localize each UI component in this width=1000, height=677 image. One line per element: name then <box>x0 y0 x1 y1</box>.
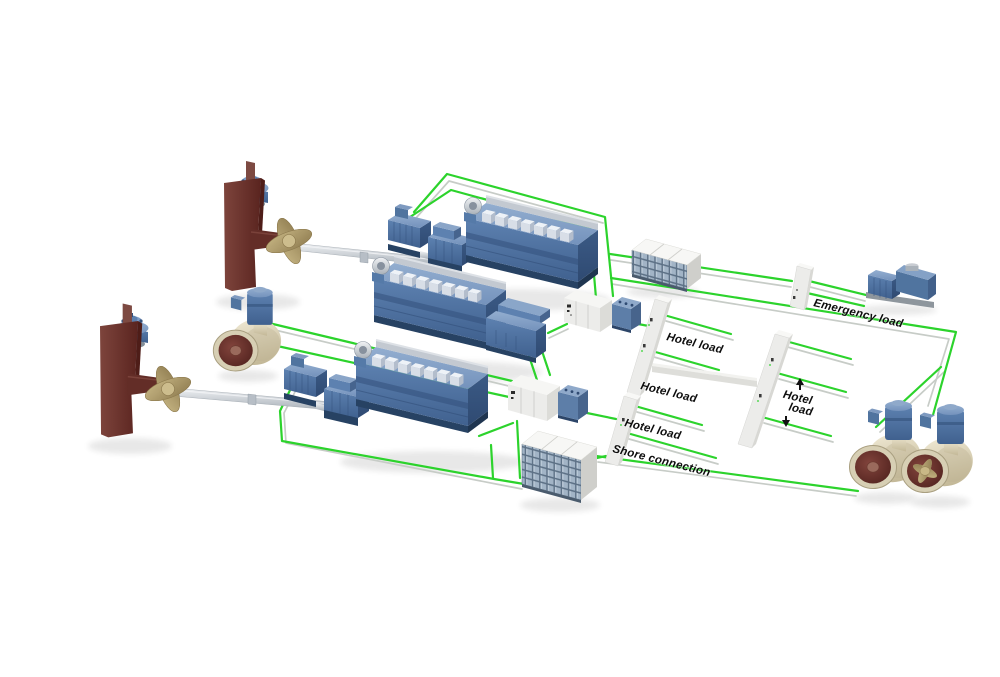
busbar-panel-2 <box>604 392 641 467</box>
power-line <box>594 454 860 493</box>
hotel-load-feeder-3 <box>633 404 704 427</box>
power-line <box>807 279 868 297</box>
propulsion-line-2 <box>99 302 489 439</box>
busbar-panel-3 <box>737 330 793 449</box>
arrow-up-icon <box>796 378 804 390</box>
label-hotel-load-3: Hotel load <box>623 417 683 442</box>
battery-bank-1 <box>631 238 702 292</box>
diesel-genset-1 <box>371 255 550 363</box>
main-switchboard-2 <box>508 375 560 421</box>
power-line <box>585 411 618 421</box>
hotel-load-feeder-5 <box>775 371 848 394</box>
power-connection-lines <box>248 172 958 493</box>
emergency-genset <box>866 263 936 308</box>
power-line-shadow <box>636 411 705 432</box>
power-line-shadow <box>783 345 854 366</box>
hotel-load-feeder-2 <box>650 349 721 372</box>
stern-thruster-2-propeller <box>913 459 937 483</box>
shaft-coupling-1 <box>359 251 369 264</box>
power-line-shadow <box>809 286 866 302</box>
power-line <box>609 276 958 417</box>
shore-connection-feeder <box>625 431 718 460</box>
emergency-switchboard <box>789 263 814 311</box>
shaft-coupling-2 <box>247 393 257 406</box>
power-line <box>540 349 552 377</box>
power-connection-lines-shadow <box>253 180 950 497</box>
shaft-generator-2 <box>283 352 328 408</box>
battery-bank-2 <box>521 430 598 503</box>
transformer-1 <box>612 297 641 333</box>
main-engine-2 <box>353 339 489 434</box>
power-line-shadow <box>548 328 569 339</box>
transformer-2 <box>558 385 588 423</box>
label-hotel-load-2: Hotel load <box>639 380 699 405</box>
hotel-load-feeder-1 <box>662 313 733 336</box>
power-line-shadow <box>665 320 734 341</box>
power-line-shadow <box>611 283 950 407</box>
hotel-load-feeder-4 <box>780 338 853 361</box>
main-switchboard-1 <box>564 290 612 332</box>
power-line-shadow <box>597 461 857 497</box>
arrow-down-icon <box>782 416 790 427</box>
power-line <box>477 421 515 438</box>
busbar-panel-1 <box>626 295 672 397</box>
tie-line-bar <box>652 363 757 387</box>
propeller-1 <box>263 215 315 267</box>
power-line <box>515 419 522 480</box>
power-line <box>805 291 866 308</box>
propeller-2 <box>142 363 194 415</box>
shaft-generator-1 <box>387 203 432 259</box>
hotel-load-feeder-6 <box>760 415 833 438</box>
genset-engine <box>371 255 507 350</box>
power-line <box>489 443 495 480</box>
stern-thruster-2 <box>901 403 979 493</box>
genset-generator <box>486 298 550 363</box>
power-line <box>546 322 569 335</box>
power-line-shadow <box>778 378 849 399</box>
power-line-shadow <box>628 438 719 465</box>
power-line <box>412 172 615 298</box>
power-line-shadow <box>763 422 834 443</box>
